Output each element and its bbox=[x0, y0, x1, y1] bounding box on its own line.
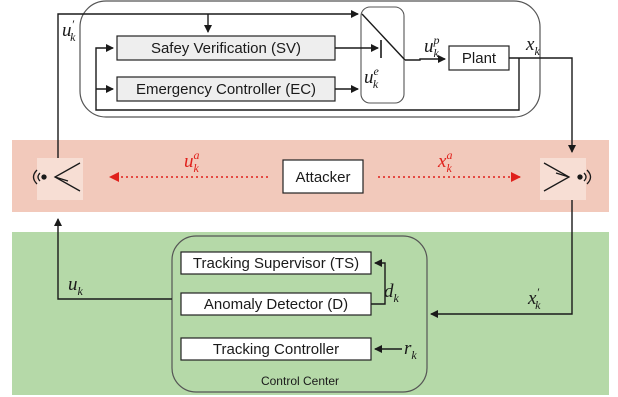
wire-d bbox=[371, 259, 386, 305]
sv-block bbox=[116, 35, 336, 61]
signal-r: rk bbox=[404, 338, 417, 362]
signal-u: uk bbox=[68, 274, 84, 298]
plant-label: Plant bbox=[462, 50, 497, 67]
tc-label: Tracking Controller bbox=[213, 341, 339, 358]
wire-u-prime bbox=[57, 10, 359, 162]
sv-label: Safey Verification (SV) bbox=[151, 40, 301, 57]
right-antenna-icon bbox=[540, 158, 592, 200]
switch-blade bbox=[361, 13, 406, 61]
signal-x-prime: x′k bbox=[527, 285, 541, 312]
tc-block bbox=[180, 337, 372, 361]
cc-label: Control Center bbox=[261, 374, 339, 388]
signal-d: dk bbox=[384, 281, 400, 305]
wire-x bbox=[509, 57, 576, 153]
wire-u bbox=[54, 218, 172, 300]
ec-label: Emergency Controller (EC) bbox=[136, 81, 316, 98]
attacker-label: Attacker bbox=[295, 169, 350, 186]
signal-x: xk bbox=[525, 34, 540, 58]
left-antenna-icon bbox=[32, 158, 83, 200]
d-label: Anomaly Detector (D) bbox=[204, 296, 348, 313]
ts-label: Tracking Supervisor (TS) bbox=[193, 255, 359, 272]
signal-u-prime: u′k bbox=[62, 17, 76, 44]
ec-block bbox=[116, 76, 336, 102]
attacker-block bbox=[282, 159, 364, 194]
wire-feedback bbox=[95, 44, 520, 111]
ts-block bbox=[180, 251, 372, 275]
wire-x-prime bbox=[430, 200, 573, 318]
wire-up bbox=[405, 55, 446, 63]
switch-box bbox=[360, 6, 405, 104]
